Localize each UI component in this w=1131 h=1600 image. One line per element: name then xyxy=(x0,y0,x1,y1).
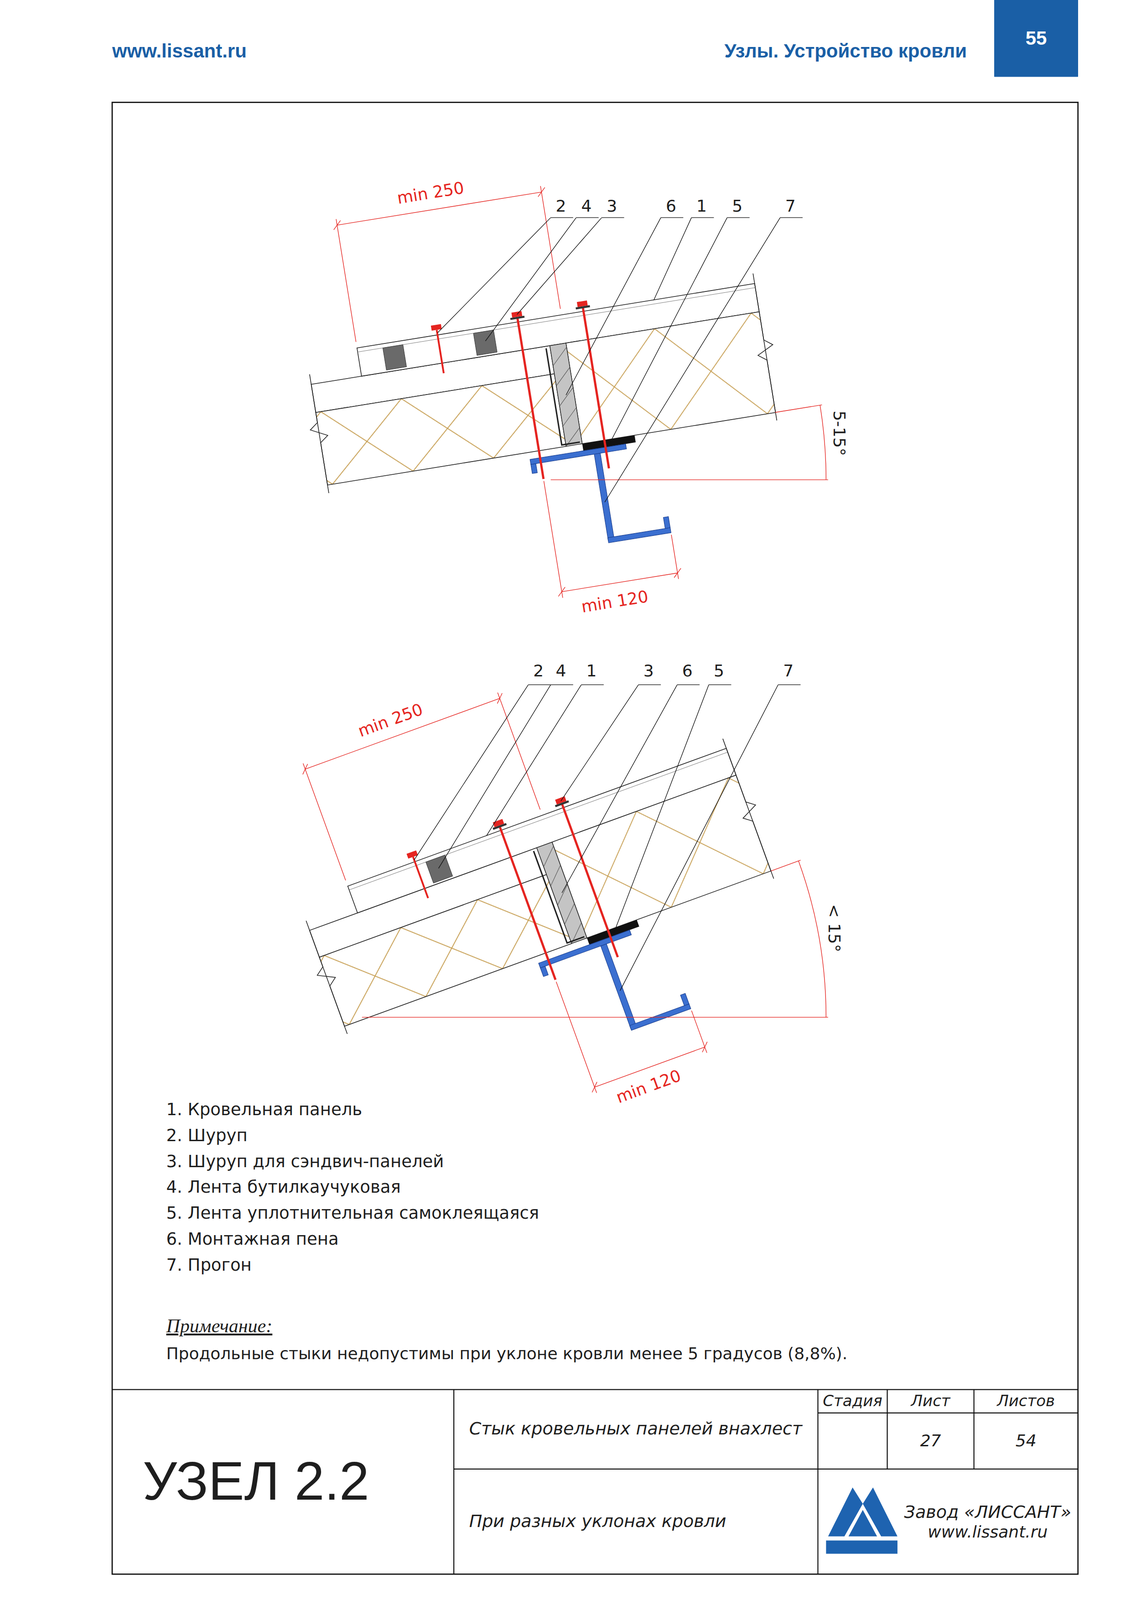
cell-text: Лист xyxy=(910,1391,950,1410)
callout-number: 5 xyxy=(731,196,743,216)
drawing-code-cell: УЗЕЛ 2.2 xyxy=(112,1389,454,1574)
callout-number: 2 xyxy=(533,661,544,681)
cell-text: Стадия xyxy=(822,1391,882,1410)
logo xyxy=(825,1487,898,1554)
callout-number: 6 xyxy=(665,196,677,216)
angle-dimension xyxy=(550,404,829,480)
header-cell: Лист xyxy=(887,1389,975,1413)
callout-number: 7 xyxy=(783,661,794,681)
butyl-tape xyxy=(382,344,407,371)
part-list-item: 1. Кровельная панель xyxy=(166,1099,363,1120)
page-heading: Узлы. Устройство кровли xyxy=(724,40,967,63)
callout-number: 4 xyxy=(555,661,566,681)
note-heading: Примечание: xyxy=(166,1314,273,1337)
company-cell: Завод «ЛИССАНТ»www.lissant.ru xyxy=(897,1472,1079,1571)
joint-drawing xyxy=(247,622,830,1169)
butyl-tape xyxy=(425,855,453,884)
dimension-text: min 120 xyxy=(613,1065,684,1107)
screw xyxy=(406,850,433,900)
part-list-item: 2. Шуруп xyxy=(166,1125,248,1146)
cell-text: Стык кровельных панелей внахлест xyxy=(469,1418,803,1439)
cell-text: 55 xyxy=(1025,27,1048,50)
cell-text: Завод «ЛИССАНТ» xyxy=(904,1502,1072,1523)
joint-drawing xyxy=(277,153,808,633)
cell-text: Листов xyxy=(996,1391,1055,1410)
title-cell: Стык кровельных панелей внахлест xyxy=(453,1389,818,1469)
angle-text: 5-15° xyxy=(830,410,849,457)
callout-number: 4 xyxy=(581,196,592,216)
subtitle-cell: При разных уклонах кровли xyxy=(453,1468,818,1574)
butyl-tape xyxy=(473,330,498,356)
note-text: Продольные стыки недопустимы при уклоне … xyxy=(166,1343,848,1363)
part-list-item: 5. Лента уплотнительная самоклеящаяся xyxy=(166,1203,540,1224)
dimension-text: min 250 xyxy=(395,177,466,208)
value-cell: 54 xyxy=(974,1412,1079,1469)
cell-text: www.lissant.ru xyxy=(927,1522,1048,1541)
site-url: www.lissant.ru xyxy=(112,40,247,63)
callout-number: 1 xyxy=(696,196,707,216)
cell-text: 27 xyxy=(920,1431,942,1450)
callout-number: 3 xyxy=(606,196,618,216)
header-cell: Стадия xyxy=(817,1389,888,1413)
cell-text: 54 xyxy=(1015,1431,1037,1450)
part-list-item: 7. Прогон xyxy=(166,1255,252,1276)
page-number-box: 55 xyxy=(994,0,1078,77)
dimension-text: min 120 xyxy=(580,586,650,617)
dimension-text: min 250 xyxy=(355,699,426,741)
part-list-item: 4. Лента бутилкаучуковая xyxy=(166,1177,401,1198)
callout-number: 5 xyxy=(713,661,725,681)
frame xyxy=(112,102,1079,1574)
part-list-item: 3. Шуруп для сэндвич-панелей xyxy=(166,1151,445,1172)
angle-text: < 15° xyxy=(824,903,844,952)
leader-lines xyxy=(414,684,801,991)
angle-dimension xyxy=(362,860,829,1017)
page-tab xyxy=(994,0,1078,78)
cell-text: УЗЕЛ 2.2 xyxy=(142,1450,370,1513)
callout-number: 2 xyxy=(555,196,566,216)
header-cell: Листов xyxy=(974,1389,1079,1413)
callout-number: 7 xyxy=(785,196,796,216)
leader-lines xyxy=(437,217,803,503)
title-block-grid xyxy=(112,1389,1079,1575)
callout-number: 1 xyxy=(586,661,597,681)
screw xyxy=(430,323,449,374)
part-list-item: 6. Монтажная пена xyxy=(166,1229,339,1250)
value-cell: 27 xyxy=(887,1412,975,1469)
callout-number: 3 xyxy=(643,661,654,681)
callout-number: 6 xyxy=(682,661,693,681)
cell-text: При разных уклонах кровли xyxy=(469,1511,727,1532)
